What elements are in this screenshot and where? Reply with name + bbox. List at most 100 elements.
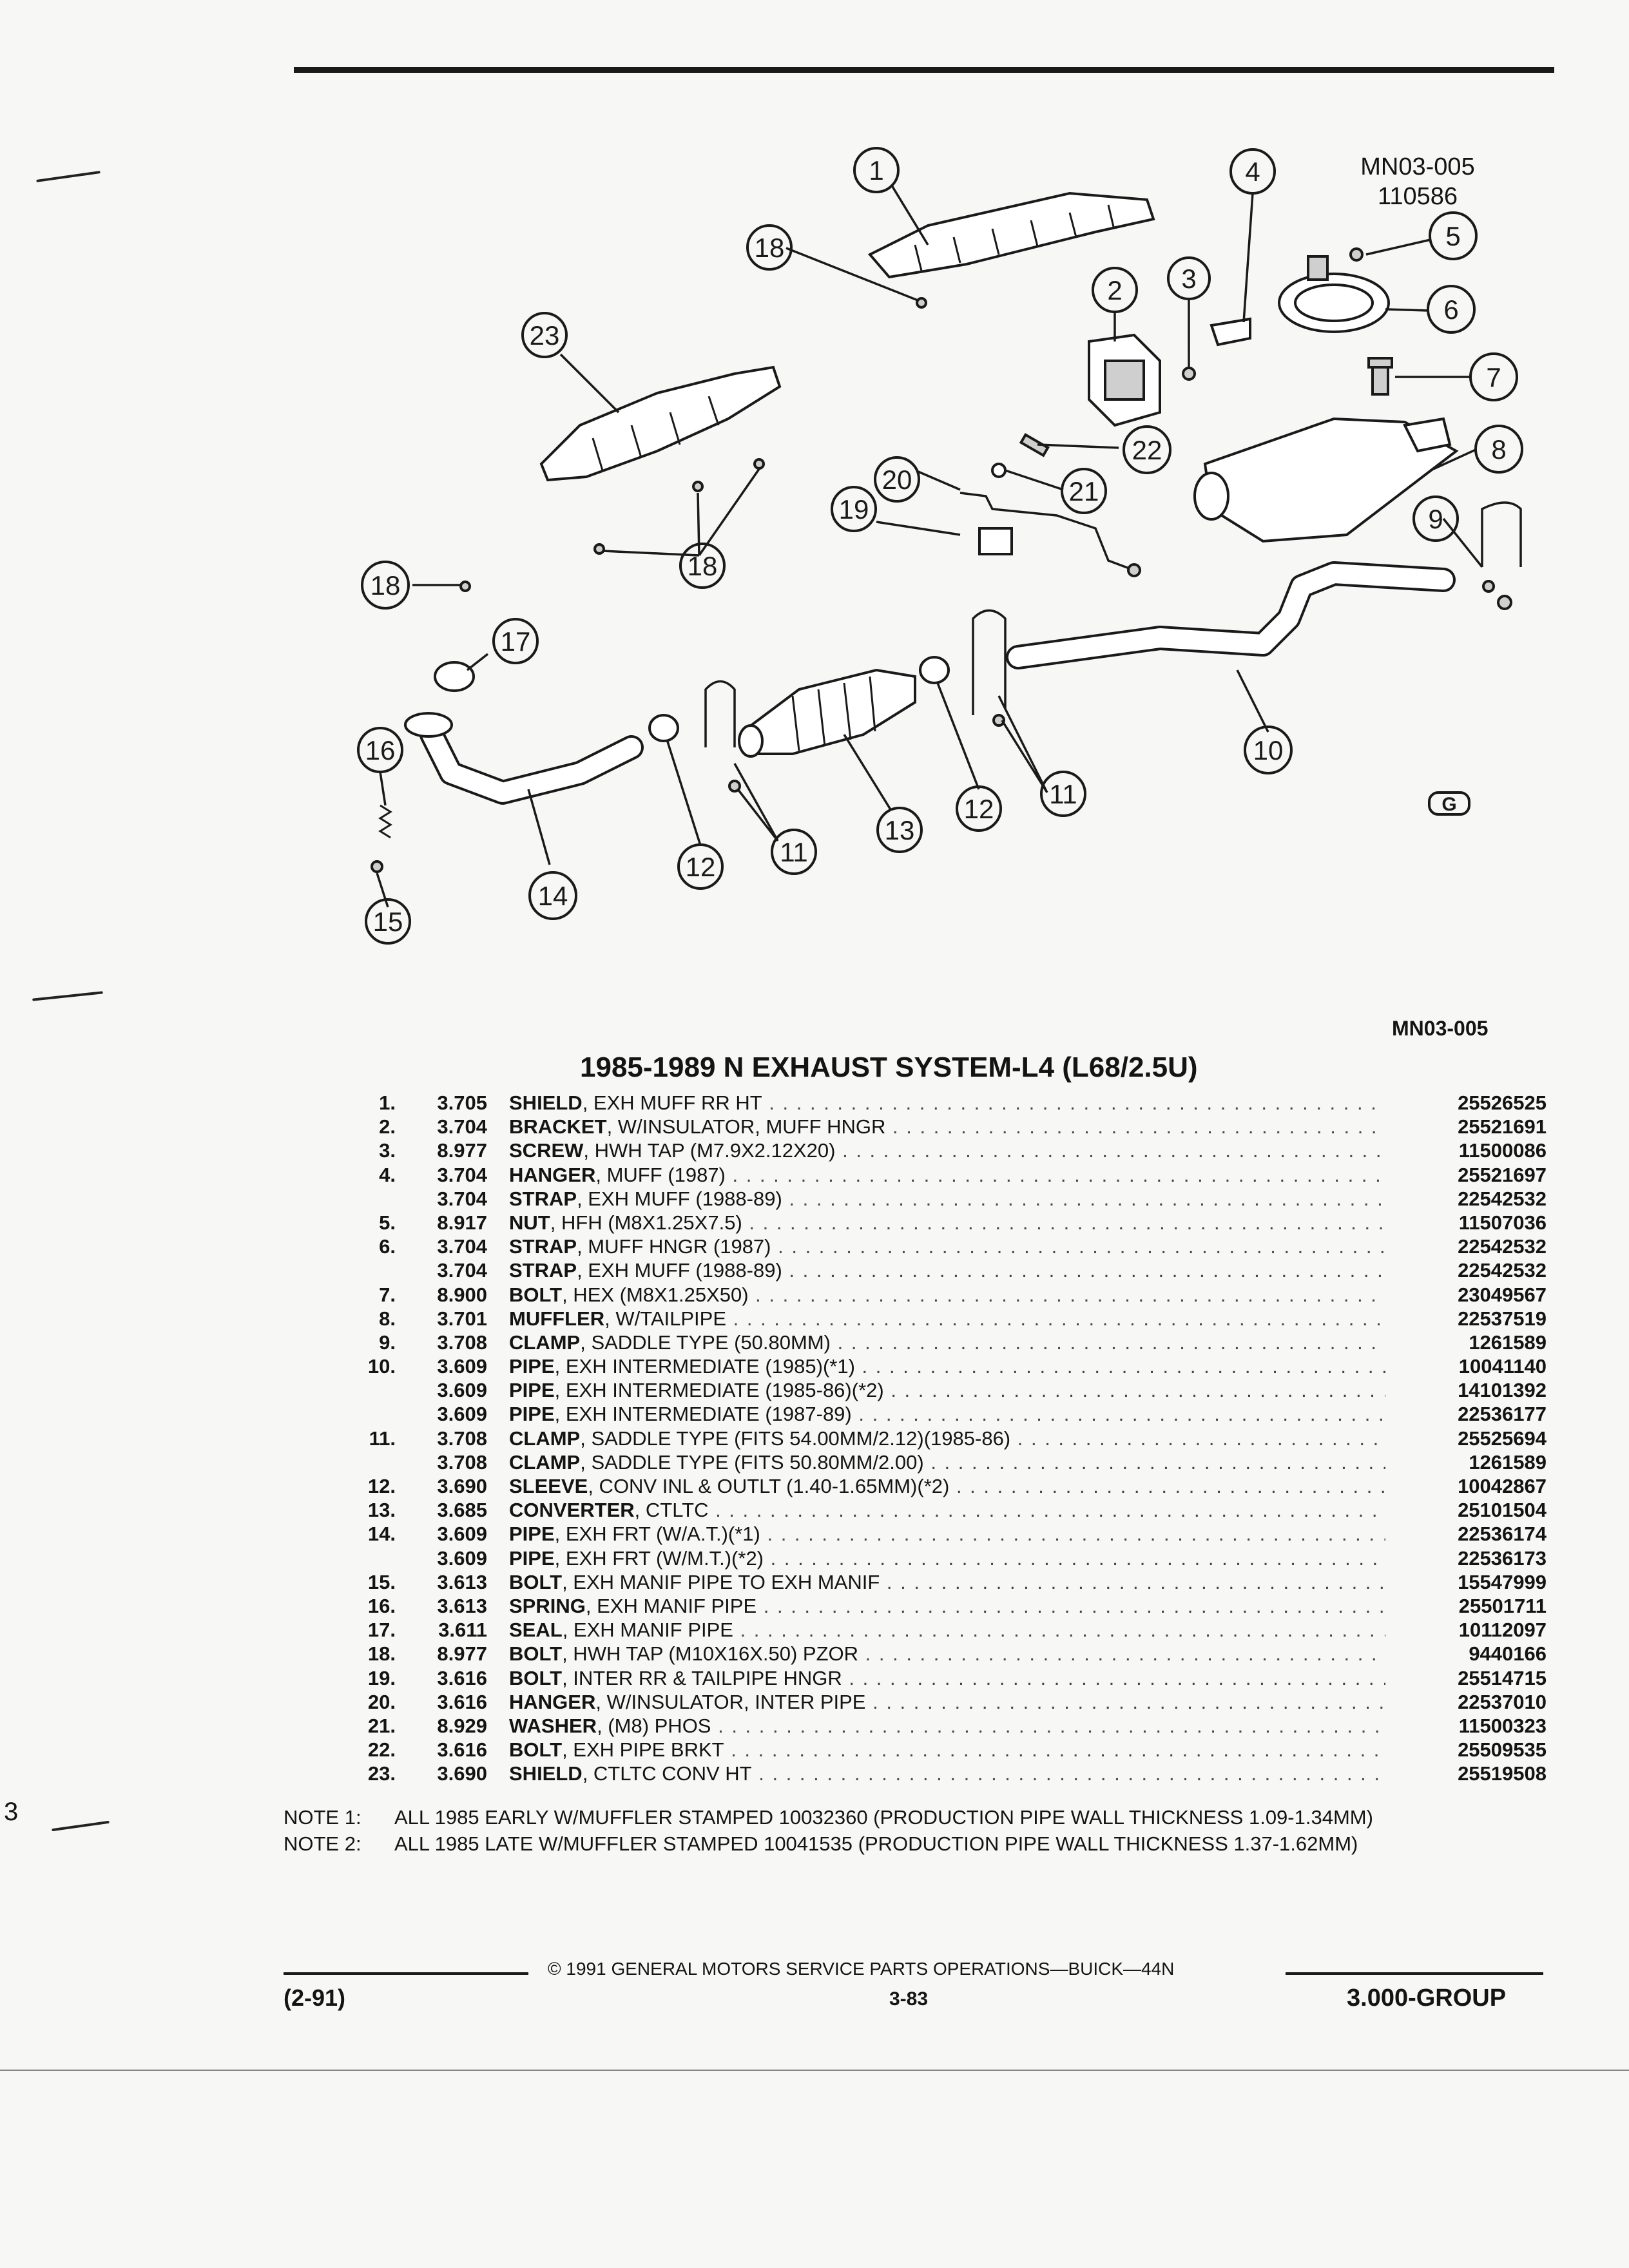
part-bolt-15 [371,860,383,873]
svg-text:9: 9 [1428,504,1443,534]
svg-text:21: 21 [1069,476,1099,506]
part-description: BOLT, EXH MANIF PIPE TO EXH MANIF . . . … [509,1570,1385,1594]
dot-leader: . . . . . . . . . . . . . . . . . . . . … [763,1594,1385,1617]
part-number: 11500323 [1458,1714,1547,1737]
dot-leader: . . . . . . . . . . . . . . . . . . . . … [842,1139,1385,1162]
item-number: 9. [379,1331,396,1354]
part-name: SHIELD [509,1091,583,1114]
svg-text:6: 6 [1443,294,1458,325]
part-number: 25514715 [1458,1666,1547,1689]
part-number: 25525694 [1458,1427,1547,1450]
callout-21: 21 [1061,468,1107,514]
callout-19: 19 [831,486,877,532]
footer-group: 3.000-GROUP [1347,1984,1507,2012]
part-name: PIPE [509,1546,555,1570]
callout-14: 14 [528,871,577,920]
dot-leader: . . . . . . . . . . . . . . . . . . . . … [715,1499,1385,1522]
callout-18: 18 [746,224,793,271]
dot-leader: . . . . . . . . . . . . . . . . . . . . … [849,1666,1385,1689]
part-detail: , HEX (M8X1.25X50) [562,1283,749,1306]
exhaust-diagram: 1 2 3 4 5 6 7 8 9 10 11 11 12 12 13 14 1… [357,147,1523,945]
part-description: PIPE, EXH INTERMEDIATE (1985)(*1) . . . … [509,1354,1385,1378]
footer-page-number: 3-83 [889,1988,929,2010]
note-text: ALL 1985 EARLY W/MUFFLER STAMPED 1003236… [394,1806,1373,1829]
part-intermediate-pipe [1006,561,1456,669]
group-number: 8.929 [437,1714,487,1737]
part-number: 23049567 [1458,1283,1547,1306]
part-name: SPRING [509,1594,586,1617]
part-number: 14101392 [1458,1379,1547,1402]
part-hanger [1210,317,1251,347]
part-description: BOLT, HEX (M8X1.25X50) . . . . . . . . .… [509,1283,1385,1307]
item-number: 5. [379,1211,396,1234]
figure-date-code: 110586 [1378,183,1458,210]
dot-leader: . . . . . . . . . . . . . . . . . . . . … [758,1762,1385,1785]
callout-9: 9 [1412,495,1459,542]
dot-leader: . . . . . . . . . . . . . . . . . . . . … [956,1475,1385,1497]
group-number: 8.917 [437,1211,487,1234]
group-number: 3.708 [437,1427,487,1450]
dot-leader: . . . . . . . . . . . . . . . . . . . . … [862,1355,1385,1378]
part-number: 1261589 [1469,1331,1547,1354]
part-name: PIPE [509,1379,555,1402]
part-number: 10042867 [1458,1475,1547,1497]
note: NOTE 2:ALL 1985 LATE W/MUFFLER STAMPED 1… [284,1832,1547,1856]
part-detail: , W/TAILPIPE [604,1307,726,1330]
dot-leader: . . . . . . . . . . . . . . . . . . . . … [770,1546,1385,1570]
section-title: 1985-1989 N EXHAUST SYSTEM-L4 (L68/2.5U) [580,1052,1198,1083]
part-detail: , EXH MANIF PIPE [562,1619,733,1642]
part-detail: , SADDLE TYPE (FITS 54.00MM/2.12)(1985-8… [580,1427,1011,1450]
svg-text:15: 15 [373,907,403,937]
dot-leader: . . . . . . . . . . . . . . . . . . . . … [865,1642,1385,1666]
dot-leader: . . . . . . . . . . . . . . . . . . . . … [886,1570,1385,1593]
part-number: 11507036 [1458,1211,1547,1234]
part-name: STRAP [509,1235,577,1258]
part-description: PIPE, EXH FRT (W/M.T.)(*2) . . . . . . .… [509,1546,1385,1570]
part-detail: , HWH TAP (M10X16X.50) PZOR [562,1642,859,1666]
part-screw [1182,348,1196,381]
group-number: 3.704 [437,1259,487,1282]
part-detail: , W/INSULATOR, INTER PIPE [595,1690,866,1713]
part-detail: , EXH MANIF PIPE [585,1594,757,1617]
part-front-pipe [404,712,644,805]
svg-text:10: 10 [1253,735,1284,765]
item-number: 16. [367,1594,396,1617]
group-number: 8.977 [437,1139,487,1162]
part-description: HANGER, MUFF (1987) . . . . . . . . . . … [509,1163,1385,1187]
callout-16: 16 [357,727,403,773]
dot-leader: . . . . . . . . . . . . . . . . . . . . … [778,1235,1385,1258]
group-number: 3.609 [437,1403,487,1426]
part-number: 22536174 [1458,1523,1547,1546]
item-number: 15. [367,1570,396,1593]
part-detail: , INTER RR & TAILPIPE HNGR [562,1666,842,1689]
part-name: CONVERTER [509,1499,635,1522]
part-number: 10112097 [1458,1619,1547,1642]
part-detail: , SADDLE TYPE (FITS 50.80MM/2.00) [580,1450,924,1474]
part-number: 25526525 [1458,1091,1547,1114]
part-description: SCREW, HWH TAP (M7.9X2.12X20) . . . . . … [509,1139,1385,1162]
part-name: PIPE [509,1403,555,1426]
part-description: SPRING, EXH MANIF PIPE . . . . . . . . .… [509,1594,1385,1618]
callout-11: 11 [1040,771,1086,817]
svg-text:11: 11 [780,837,808,867]
part-description: SLEEVE, CONV INL & OUTLT (1.40-1.65MM)(*… [509,1474,1385,1498]
dot-leader: . . . . . . . . . . . . . . . . . . . . … [769,1091,1385,1114]
svg-text:12: 12 [686,852,716,882]
part-detail: , EXH FRT (W/M.T.)(*2) [554,1546,764,1570]
callout-20: 20 [874,456,920,503]
svg-text:3: 3 [1181,264,1196,294]
part-detail: , CONV INL & OUTLT (1.40-1.65MM)(*2) [588,1475,950,1497]
callout-11: 11 [771,829,817,875]
part-bolt-22 [1019,432,1050,457]
part-muffler [1193,417,1459,543]
callout-12: 12 [956,785,1002,832]
